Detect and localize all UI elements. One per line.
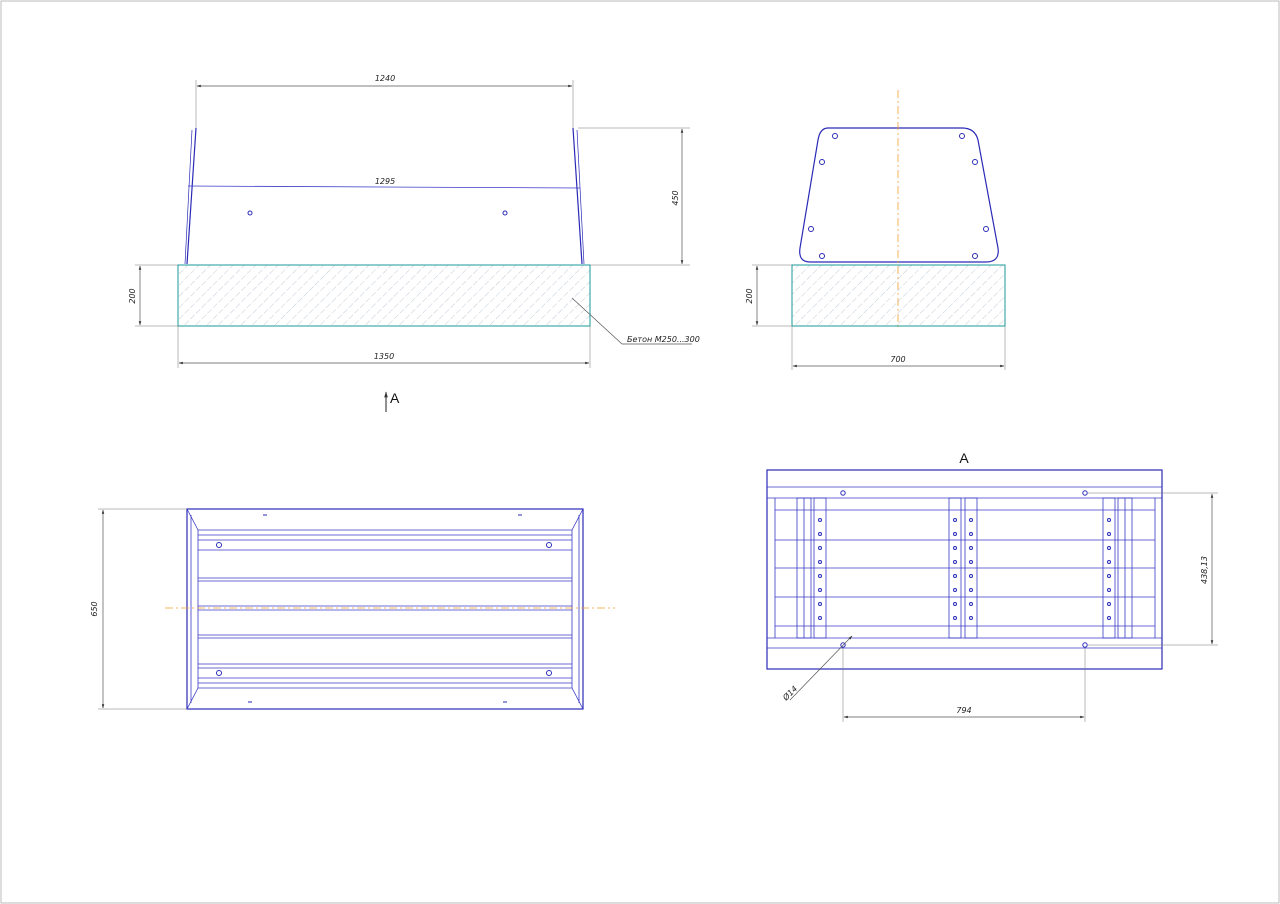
plan-view-outline xyxy=(186,508,584,710)
side-view: 200 700 xyxy=(745,90,1006,370)
plan-view: 650 xyxy=(90,508,615,710)
dim-bottom-depth-label: 438,13 xyxy=(1200,556,1209,584)
plan-view-slats xyxy=(186,508,584,710)
dim-base-height-front: 200 xyxy=(128,264,178,327)
dim-base-height-front-label: 200 xyxy=(128,288,137,303)
view-a: A xyxy=(766,450,1218,722)
concrete-base-front xyxy=(177,264,591,327)
side-view-seat-outline xyxy=(799,127,999,263)
view-a-title: A xyxy=(959,450,969,466)
side-view-bolts xyxy=(808,133,989,259)
dim-back-height: 450 xyxy=(578,127,690,266)
dim-plan-depth: 650 xyxy=(90,508,187,710)
dim-top-width: 1240 xyxy=(195,74,574,128)
dim-bottom-depth: 438,13 xyxy=(1088,492,1218,646)
dim-bolt-spacing-label: 794 xyxy=(956,706,971,715)
concrete-base-side xyxy=(791,264,1006,327)
dim-plan-depth-label: 650 xyxy=(90,601,99,616)
dim-side-width: 700 xyxy=(791,326,1006,370)
dim-base-width: 1350 xyxy=(177,326,591,368)
dim-top-width-label: 1240 xyxy=(375,74,395,83)
view-arrow-label: A xyxy=(390,390,400,406)
view-a-frame xyxy=(767,486,1162,649)
dim-bolt-spacing: 794 xyxy=(842,648,1086,722)
front-view: 1240 1295 450 200 1350 xyxy=(128,74,700,412)
view-arrow-a: A xyxy=(384,390,400,412)
dim-side-width-label: 700 xyxy=(890,355,905,364)
dim-back-height-label: 450 xyxy=(671,190,680,205)
dim-base-height-side: 200 xyxy=(745,264,792,327)
front-view-body xyxy=(184,127,585,265)
dim-base-width-label: 1350 xyxy=(374,352,394,361)
dim-mid-width: 1295 xyxy=(375,177,395,186)
view-a-outline xyxy=(766,469,1163,670)
dim-base-height-side-label: 200 xyxy=(745,288,754,303)
dim-hole-diameter-label: Ø14 xyxy=(780,684,799,703)
concrete-callout: Бетон М250...300 xyxy=(571,297,700,345)
concrete-callout-label: Бетон М250...300 xyxy=(627,335,700,344)
dim-mid-width-label: 1295 xyxy=(375,177,395,186)
